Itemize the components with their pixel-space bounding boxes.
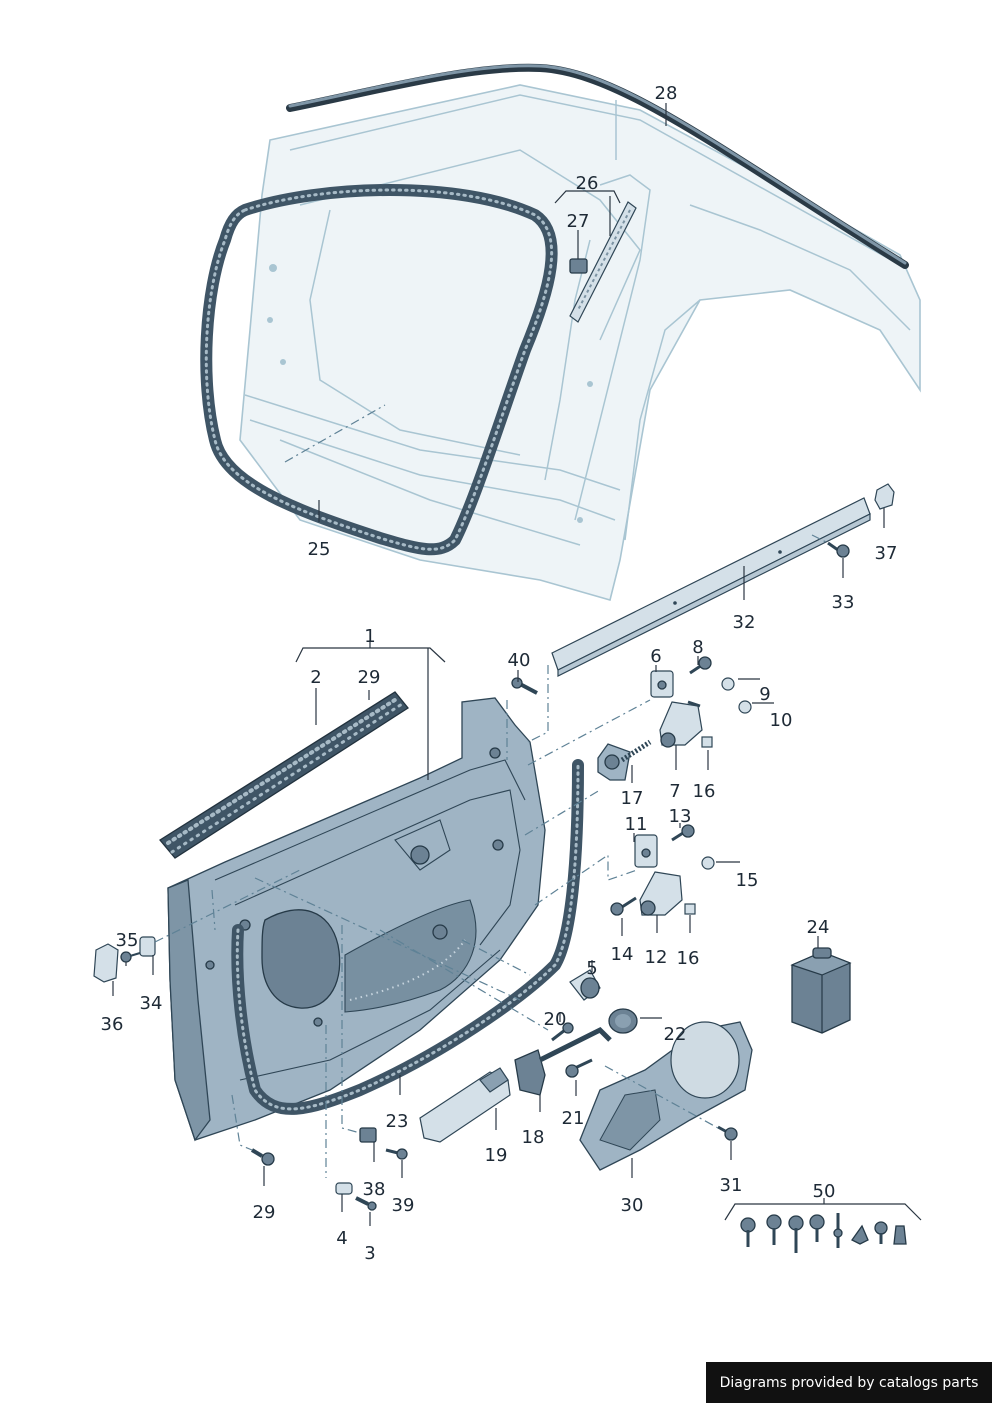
callout-33: 33 <box>832 592 855 613</box>
callout-34: 34 <box>140 993 163 1014</box>
callout-50: 50 <box>813 1181 836 1202</box>
assembly-lines <box>154 404 829 1178</box>
screw-33 <box>827 541 850 558</box>
door-seal <box>231 759 584 1115</box>
callout-27: 27 <box>567 211 590 232</box>
callout-8: 8 <box>692 637 703 658</box>
callout-13: 13 <box>669 806 692 827</box>
screw-31 <box>717 1125 738 1141</box>
pin-4 <box>335 1182 353 1195</box>
fastener-set <box>740 1213 907 1253</box>
screw-39 <box>385 1148 408 1160</box>
callout-31: 31 <box>720 1175 743 1196</box>
callout-14: 14 <box>611 944 634 965</box>
callout-29-upper: 29 <box>358 667 381 688</box>
callout-labels: 1 2 3 4 5 6 7 8 9 10 11 12 13 14 15 16 1… <box>101 83 898 1264</box>
plug-5 <box>569 969 601 1001</box>
door-shell <box>167 697 546 1142</box>
callout-36: 36 <box>101 1014 124 1035</box>
callout-17: 17 <box>621 788 644 809</box>
end-cap <box>874 483 895 510</box>
callout-30: 30 <box>621 1195 644 1216</box>
callout-16-lower: 16 <box>677 948 700 969</box>
clip-27 <box>569 258 588 274</box>
callout-38: 38 <box>363 1179 386 1200</box>
leader-lines <box>112 103 922 1226</box>
fastener-34 <box>139 936 156 957</box>
screw-3 <box>355 1196 377 1211</box>
callout-25: 25 <box>308 539 331 560</box>
speaker-cover <box>579 1021 753 1171</box>
callout-23: 23 <box>386 1111 409 1132</box>
credit-text: Diagrams provided by catalogs parts <box>719 1374 979 1391</box>
bolt-29-lower <box>250 1148 275 1166</box>
callout-32: 32 <box>733 612 756 633</box>
callout-39: 39 <box>392 1195 415 1216</box>
callout-2: 2 <box>310 667 321 688</box>
body-side-frame <box>239 84 921 601</box>
callout-15: 15 <box>736 870 759 891</box>
callout-6: 6 <box>650 646 661 667</box>
callout-19: 19 <box>485 1145 508 1166</box>
callout-28: 28 <box>655 83 678 104</box>
window-sill-seal <box>159 691 409 859</box>
pillar-seal-strip <box>569 201 637 323</box>
lower-hinge-assembly <box>610 824 715 916</box>
door-opening-seal <box>200 184 558 556</box>
callout-7: 7 <box>669 781 680 802</box>
screw-35 <box>120 951 141 963</box>
upper-hinge-assembly <box>597 656 752 781</box>
callout-22: 22 <box>664 1024 687 1045</box>
callout-10: 10 <box>770 710 793 731</box>
callout-24: 24 <box>807 917 830 938</box>
sealant-container <box>790 947 852 1034</box>
callout-21: 21 <box>562 1108 585 1129</box>
clip-38 <box>359 1127 377 1143</box>
callout-1: 1 <box>364 626 375 647</box>
diagram-credit-banner: Diagrams provided by catalogs parts <box>706 1362 992 1403</box>
roof-molding <box>286 63 909 269</box>
callout-4: 4 <box>336 1228 347 1249</box>
cover-36 <box>93 943 119 983</box>
callout-16-upper: 16 <box>693 781 716 802</box>
callout-18: 18 <box>522 1127 545 1148</box>
sill-trim-strip <box>551 497 871 677</box>
callout-37: 37 <box>875 543 898 564</box>
callout-35: 35 <box>116 930 139 951</box>
callout-11: 11 <box>625 814 648 835</box>
cap-22 <box>608 1008 638 1034</box>
callout-9: 9 <box>759 684 770 705</box>
callout-29-lower: 29 <box>253 1202 276 1223</box>
callout-20: 20 <box>544 1009 567 1030</box>
callout-5: 5 <box>586 958 597 979</box>
callout-12: 12 <box>645 947 668 968</box>
callout-3: 3 <box>364 1243 375 1264</box>
callout-40: 40 <box>508 650 531 671</box>
door-check-assembly <box>419 1022 612 1143</box>
callout-26: 26 <box>576 173 599 194</box>
bolt-40 <box>511 677 538 695</box>
